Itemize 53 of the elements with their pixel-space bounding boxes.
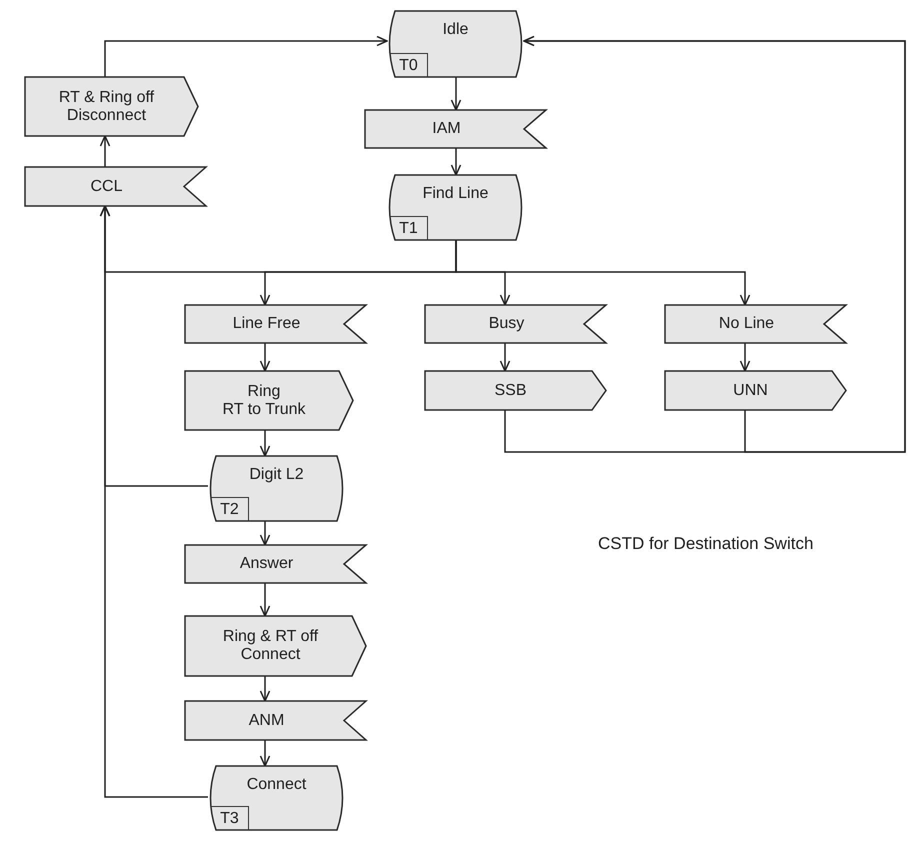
signal-label: RT & Ring off: [58, 88, 154, 106]
flow-arrow: [260, 521, 270, 546]
signal-label: CCL: [90, 178, 122, 196]
timer-label: T0: [390, 53, 428, 77]
signal-label: Ring: [248, 382, 280, 400]
flow-arrow: [100, 205, 208, 798]
output-signal-symbol: [425, 371, 606, 410]
state-symbol: [386, 175, 525, 240]
input-signal-symbol: [185, 701, 366, 740]
output-signal-symbol: [665, 371, 846, 410]
signal-label: Busy: [488, 315, 524, 333]
timer-label: T1: [390, 216, 428, 240]
signal-label: Answer: [240, 555, 294, 573]
state-symbol: [207, 766, 346, 830]
state-symbol: [386, 11, 525, 77]
input-signal-symbol: [665, 305, 846, 343]
input-signal-symbol: [185, 305, 366, 343]
signal-label: UNN: [733, 382, 768, 400]
signal-label: Line Free: [232, 315, 300, 333]
input-signal-symbol: [185, 545, 366, 583]
output-signal-symbol: [185, 371, 353, 430]
flow-arrow: [260, 583, 270, 617]
signal-label: Ring & RT off: [222, 628, 318, 646]
input-signal-symbol: [25, 167, 206, 206]
flow-arrow: [260, 343, 270, 372]
signal-label: No Line: [718, 315, 774, 333]
signal-label: SSB: [494, 382, 526, 400]
flow-arrow: [260, 430, 270, 457]
output-signal-symbol: [25, 77, 198, 136]
diagram-caption: CSTD for Destination Switch: [598, 534, 814, 554]
signal-label: Connect: [240, 646, 300, 664]
signal-label: ANM: [248, 712, 284, 730]
flow-arrow: [260, 676, 270, 702]
flow-arrow: [104, 36, 388, 77]
signal-label: RT to Trunk: [222, 400, 306, 418]
timer-label: T3: [211, 806, 249, 830]
flow-arrow: [500, 343, 510, 372]
timer-label: T2: [211, 497, 249, 521]
signal-label: Disconnect: [66, 106, 146, 124]
input-signal-symbol: [365, 110, 546, 148]
flow-arrow: [450, 148, 462, 176]
input-signal-symbol: [425, 305, 606, 343]
flow-arrow: [260, 740, 270, 767]
flow-arrow: [450, 77, 462, 111]
state-label: Idle: [442, 21, 468, 39]
flow-arrow: [100, 135, 110, 167]
state-label: Connect: [246, 776, 306, 794]
flow-arrow: [740, 343, 750, 372]
state-symbol: [207, 456, 346, 521]
signal-label: IAM: [432, 120, 461, 138]
state-label: Find Line: [422, 185, 488, 203]
output-signal-symbol: [185, 616, 366, 676]
state-label: Digit L2: [249, 466, 304, 484]
